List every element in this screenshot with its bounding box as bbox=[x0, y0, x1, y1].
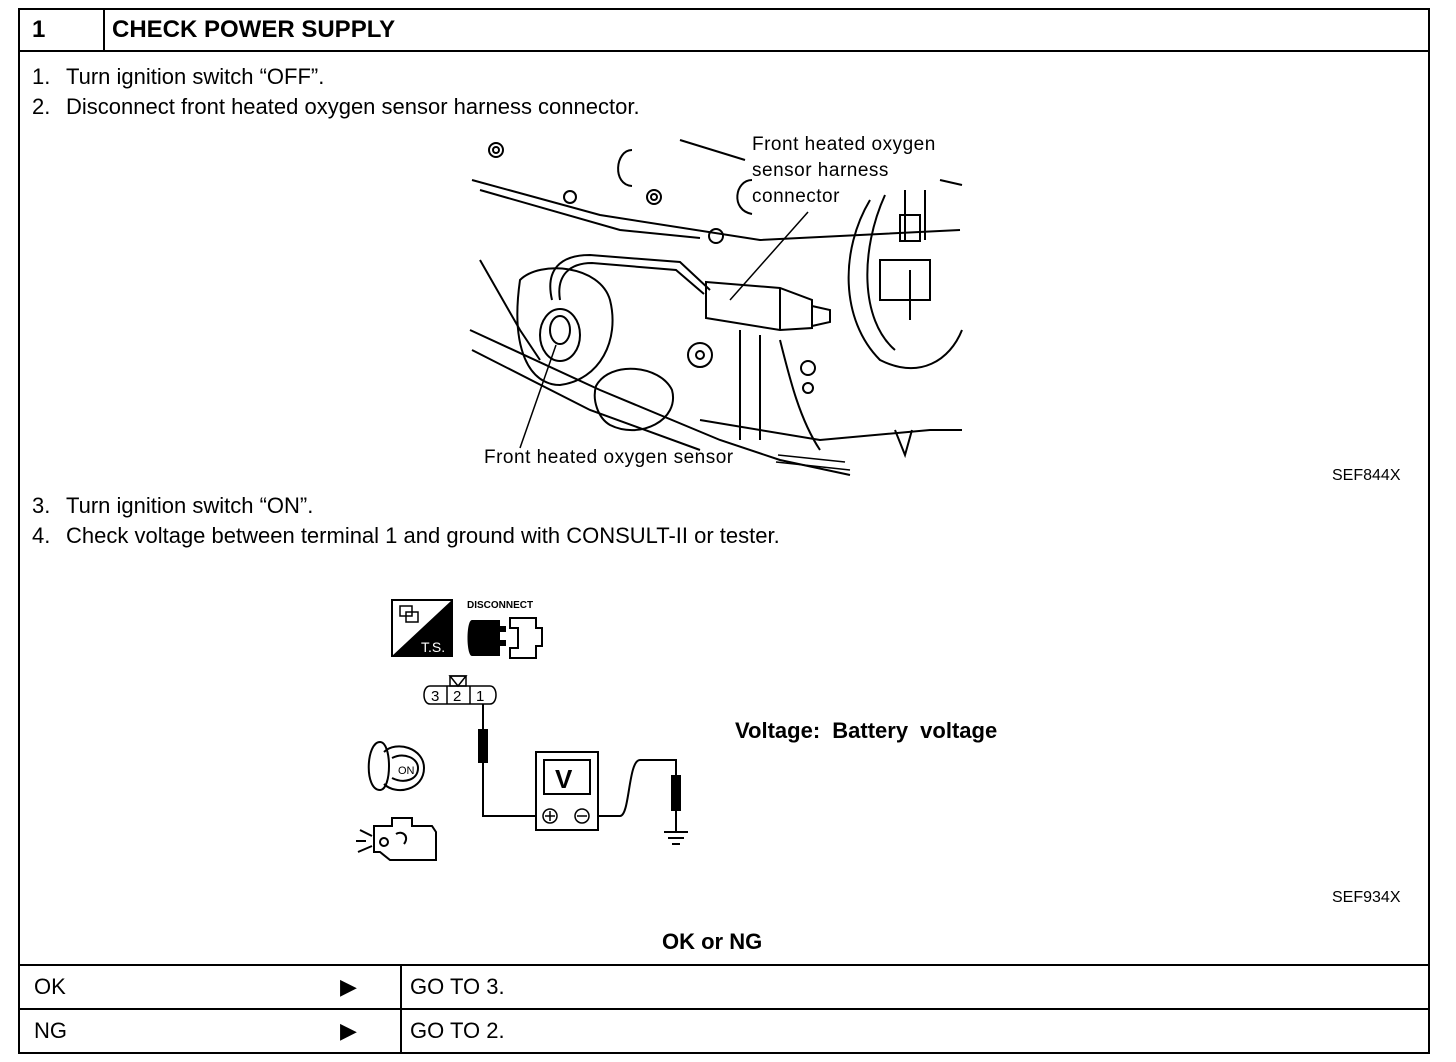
connector-callout-line-1: Front heated oxygen bbox=[752, 134, 936, 155]
terminal-2: 2 bbox=[453, 688, 461, 705]
step-item-number: 1. bbox=[32, 64, 51, 89]
result-ng-label: NG bbox=[34, 1018, 67, 1043]
figure-code: SEF844X bbox=[1332, 467, 1401, 484]
step-number: 1 bbox=[32, 16, 46, 43]
ignition-key-icon bbox=[367, 740, 426, 792]
step-item-number: 3. bbox=[32, 493, 51, 518]
test-leads bbox=[478, 704, 688, 845]
step-item-text: Check voltage between terminal 1 and gro… bbox=[66, 523, 780, 548]
connector-callout-line-2: sensor harness bbox=[752, 160, 889, 181]
procedure-frame bbox=[18, 8, 1430, 1054]
result-ng-action: GO TO 2. bbox=[410, 1018, 505, 1043]
result-ok-label: OK bbox=[34, 974, 66, 999]
voltmeter-icon bbox=[535, 751, 599, 831]
step-item-2: 2. Disconnect front heated oxygen sensor … bbox=[32, 94, 640, 120]
arrow-icon: ▶ bbox=[340, 1018, 357, 1043]
step-item-3: 3. Turn ignition switch “ON”. bbox=[32, 493, 313, 519]
engine-icon bbox=[356, 817, 437, 861]
key-on-label: ON bbox=[398, 765, 415, 777]
connector-callout-line-3: connector bbox=[752, 186, 840, 207]
terminal-1: 1 bbox=[476, 688, 484, 705]
disconnect-connector-icon bbox=[467, 617, 543, 659]
step-item-number: 2. bbox=[32, 94, 51, 119]
page-title: CHECK POWER SUPPLY bbox=[112, 16, 396, 43]
results-top-divider bbox=[18, 964, 1430, 966]
results-row-divider bbox=[18, 1008, 1430, 1010]
result-ok-action: GO TO 3. bbox=[410, 974, 505, 999]
step-item-text: Turn ignition switch “OFF”. bbox=[66, 64, 325, 89]
header-divider bbox=[18, 50, 1430, 52]
terminal-connector bbox=[423, 675, 497, 705]
step-item-text: Turn ignition switch “ON”. bbox=[66, 493, 314, 518]
decision-question: OK or NG bbox=[662, 929, 763, 954]
step-item-4: 4. Check voltage between terminal 1 and g… bbox=[32, 523, 780, 549]
voltage-spec: Voltage: Battery voltage bbox=[735, 718, 998, 743]
meter-symbol: V bbox=[555, 764, 573, 794]
ts-label: T.S. bbox=[421, 639, 445, 655]
header-column-divider bbox=[103, 8, 105, 52]
sensor-callout: Front heated oxygen sensor bbox=[484, 447, 734, 468]
disconnect-label: DISCONNECT bbox=[467, 600, 533, 611]
step-item-text: Disconnect front heated oxygen sensor ha… bbox=[66, 94, 640, 119]
figure-code: SEF934X bbox=[1332, 889, 1401, 906]
tester-icon bbox=[391, 599, 453, 657]
arrow-icon: ▶ bbox=[340, 974, 357, 999]
step-item-1: 1. Turn ignition switch “OFF”. bbox=[32, 64, 324, 90]
results-column-divider bbox=[400, 964, 402, 1054]
step-item-number: 4. bbox=[32, 523, 51, 548]
terminal-3: 3 bbox=[431, 688, 439, 705]
